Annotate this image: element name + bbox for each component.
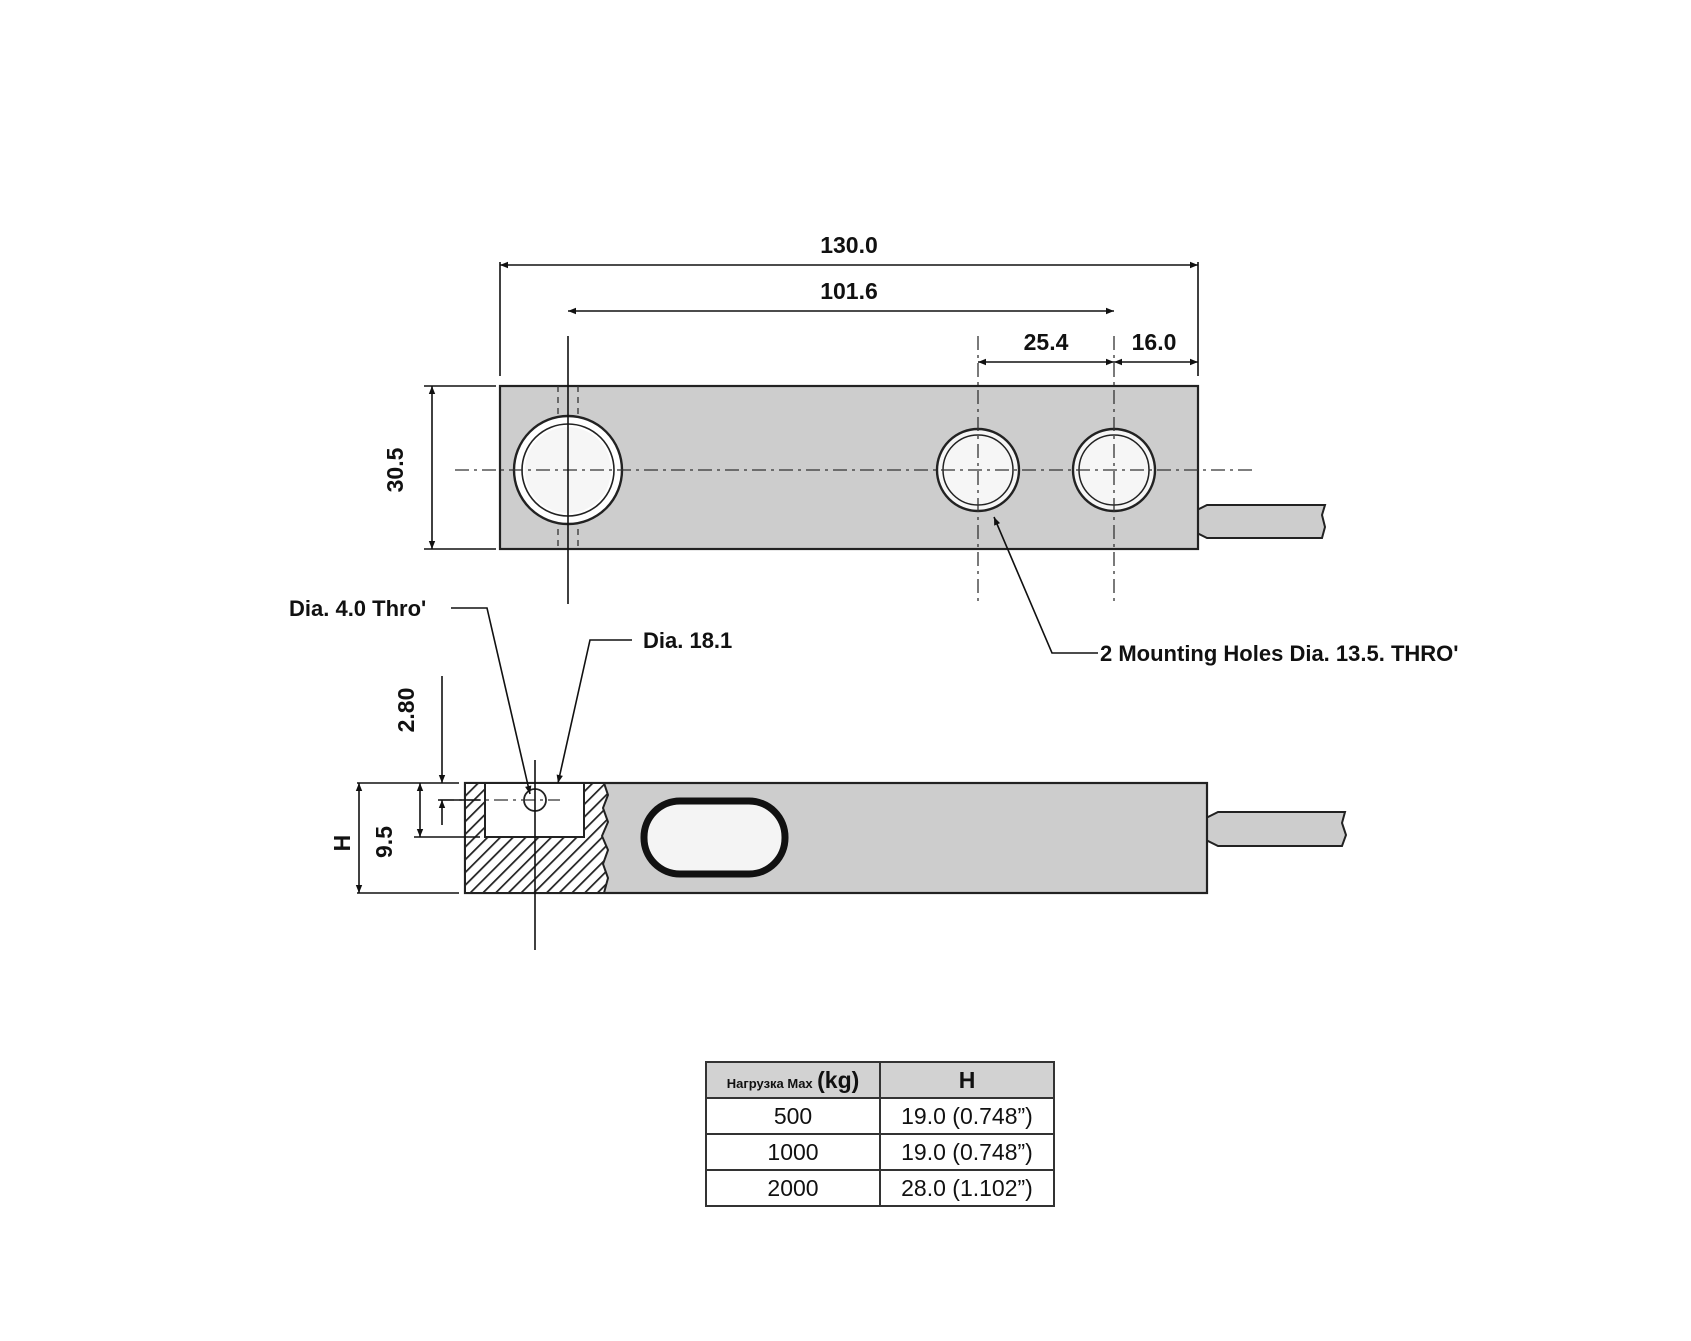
table-row: 2000 28.0 (1.102”) bbox=[705, 1169, 1055, 1207]
callout-small-hole: Dia. 4.0 Thro' bbox=[289, 596, 426, 621]
dim-depth-small: 2.80 bbox=[393, 688, 419, 733]
dim-width: 30.5 bbox=[382, 447, 408, 492]
cell-load: 1000 bbox=[705, 1133, 881, 1171]
top-view: 130.0 101.6 25.4 16.0 30.5 2 Mounting Ho… bbox=[382, 232, 1459, 666]
dim-hole-spacing: 101.6 bbox=[820, 278, 878, 304]
dim-height: H bbox=[329, 835, 355, 852]
header-load-prefix: Нагрузка Max bbox=[726, 1075, 813, 1091]
table-header-row: Нагрузка Max (kg) H bbox=[705, 1061, 1055, 1099]
cell-h: 19.0 (0.748”) bbox=[879, 1133, 1055, 1171]
gauge-slot bbox=[640, 797, 789, 878]
cell-load: 500 bbox=[705, 1097, 881, 1135]
table-row: 500 19.0 (0.748”) bbox=[705, 1097, 1055, 1135]
dim-overall-length: 130.0 bbox=[820, 232, 878, 258]
dim-mount-pitch: 25.4 bbox=[1024, 329, 1069, 355]
cell-h: 28.0 (1.102”) bbox=[879, 1169, 1055, 1207]
cable-side bbox=[1205, 811, 1348, 847]
cell-load: 2000 bbox=[705, 1169, 881, 1207]
dim-end-offset: 16.0 bbox=[1132, 329, 1177, 355]
dim-depth-pocket: 9.5 bbox=[371, 826, 397, 858]
callout-mounting-holes: 2 Mounting Holes Dia. 13.5. THRO' bbox=[1100, 641, 1459, 666]
table-row: 1000 19.0 (0.748”) bbox=[705, 1133, 1055, 1171]
callout-load-hole: Dia. 18.1 bbox=[643, 628, 732, 653]
cable-top bbox=[1196, 504, 1327, 539]
header-load-unit: (kg) bbox=[817, 1066, 860, 1093]
header-load: Нагрузка Max (kg) bbox=[705, 1061, 881, 1099]
capacity-table: Нагрузка Max (kg) H 500 19.0 (0.748”) 10… bbox=[705, 1061, 1055, 1207]
side-view: 2.80 9.5 H Dia. 4.0 Thro' Dia. 18.1 bbox=[289, 596, 1348, 950]
cell-h: 19.0 (0.748”) bbox=[879, 1097, 1055, 1135]
header-h: H bbox=[879, 1061, 1055, 1099]
